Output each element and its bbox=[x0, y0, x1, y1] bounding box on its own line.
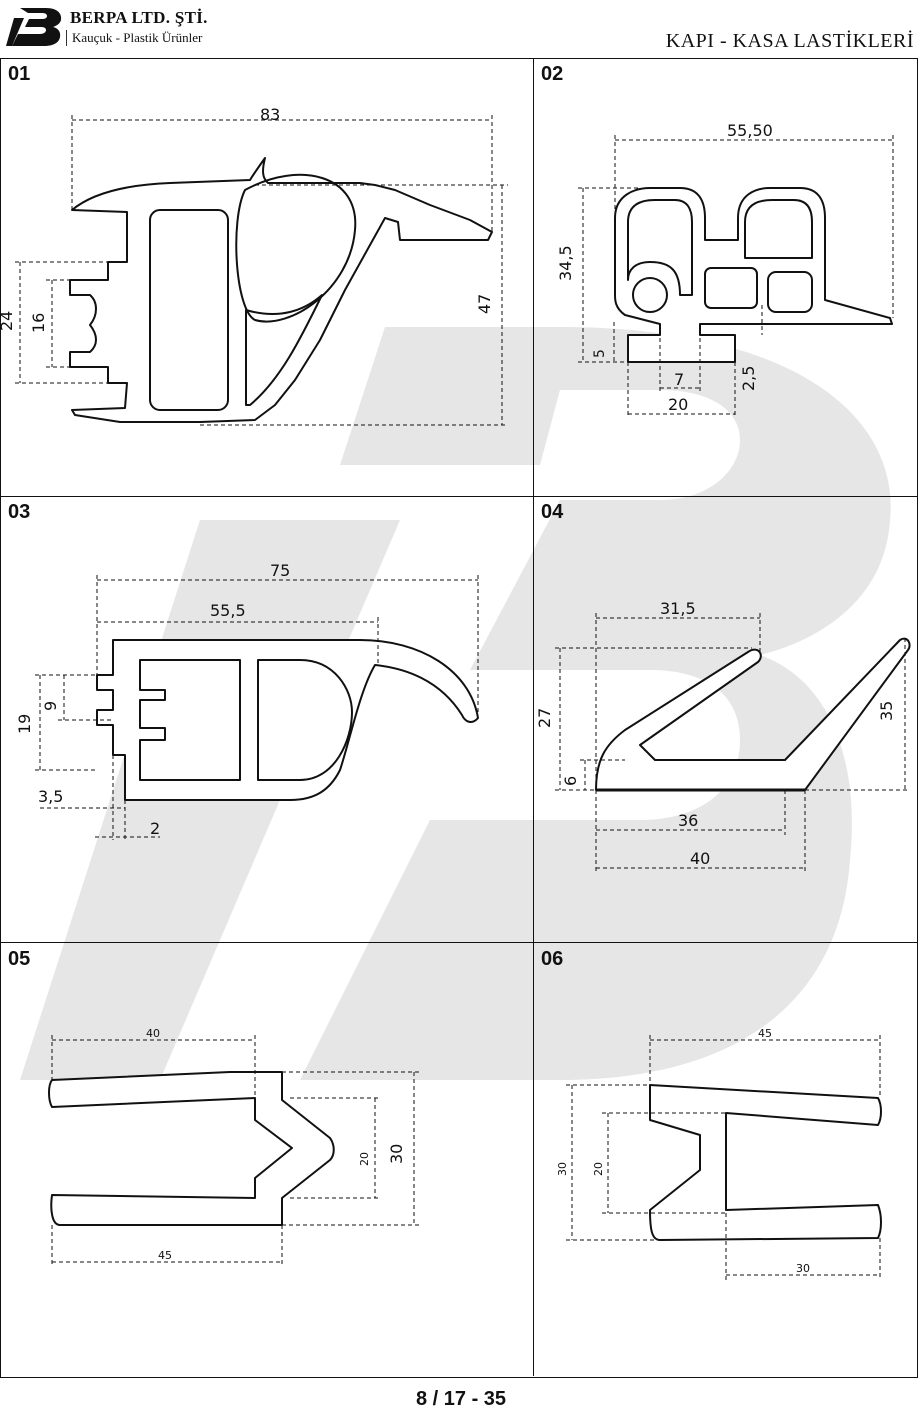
dim-06-height: 30 bbox=[556, 1162, 569, 1176]
profile-02-drawing: 55,50 34,5 5 7 20 2,5 bbox=[556, 121, 894, 418]
dim-03-inner-width: 55,5 bbox=[210, 601, 246, 620]
dim-01-height-24: 24 bbox=[0, 311, 16, 331]
dim-02-lip: 5 bbox=[592, 349, 608, 358]
dim-03-offset: 3,5 bbox=[38, 787, 63, 806]
dim-06-top-width: 45 bbox=[758, 1027, 772, 1040]
panel-number-03: 03 bbox=[8, 501, 31, 523]
profile-01-chamber bbox=[149, 209, 229, 411]
dim-06-inner-height: 20 bbox=[592, 1162, 605, 1176]
catalog-grid bbox=[0, 58, 918, 1378]
dim-04-top-width: 31,5 bbox=[660, 599, 696, 618]
profile-04-outline bbox=[595, 637, 911, 791]
dim-04-base-width: 36 bbox=[678, 811, 698, 830]
dim-06-bottom-width: 30 bbox=[796, 1262, 810, 1275]
dim-05-bottom-width: 45 bbox=[158, 1249, 172, 1262]
dim-04-total-width: 40 bbox=[690, 849, 710, 868]
panel-number-02: 02 bbox=[541, 63, 564, 85]
page-title: KAPI - KASA LASTİKLERİ bbox=[665, 30, 914, 52]
profile-03-drawing: 75 55,5 19 9 3,5 2 bbox=[15, 561, 479, 840]
dim-04-height: 27 bbox=[535, 708, 554, 728]
dim-01-height-47: 47 bbox=[475, 294, 494, 314]
company-name: BERPA LTD. ŞTİ. bbox=[70, 8, 208, 27]
profile-02-outline bbox=[614, 187, 893, 363]
dim-03-height: 19 bbox=[15, 714, 34, 734]
dim-03-slot: 9 bbox=[41, 701, 60, 711]
grid-divider-row-1 bbox=[0, 496, 917, 497]
dim-05-top-width: 40 bbox=[146, 1027, 160, 1040]
dim-03-wall: 2 bbox=[150, 819, 160, 838]
dim-05-inner-height: 20 bbox=[358, 1152, 371, 1166]
dim-05-height: 30 bbox=[387, 1144, 406, 1164]
profile-06-outline bbox=[649, 1084, 882, 1241]
panel-number-01: 01 bbox=[8, 63, 31, 85]
panel-number-05: 05 bbox=[8, 948, 31, 970]
profile-05-drawing: 40 20 30 45 bbox=[48, 1027, 420, 1267]
dim-02-base-height: 2,5 bbox=[739, 366, 758, 391]
dim-03-width: 75 bbox=[270, 561, 290, 580]
dim-02-width: 55,50 bbox=[727, 121, 773, 140]
profile-06-drawing: 45 30 20 30 bbox=[556, 1027, 882, 1280]
profile-01-outline bbox=[69, 157, 493, 423]
panel-number-04: 04 bbox=[541, 501, 564, 523]
panel-number-06: 06 bbox=[541, 948, 564, 970]
dim-02-height: 34,5 bbox=[556, 245, 575, 281]
page-reference: 8 / 17 - 35 bbox=[415, 1388, 507, 1410]
grid-divider-vertical bbox=[533, 58, 534, 1376]
profile-03-outline bbox=[96, 639, 479, 801]
dim-01-height-16: 16 bbox=[29, 313, 48, 333]
profile-05-outline bbox=[48, 1071, 335, 1226]
profile-01-inner-cavity bbox=[245, 294, 323, 406]
company-subtitle: Kauçuk - Plastik Ürünler bbox=[66, 30, 202, 46]
dim-01-width: 83 bbox=[260, 105, 280, 124]
dim-02-base: 20 bbox=[668, 395, 688, 414]
dim-02-gap: 7 bbox=[674, 370, 684, 389]
profile-04-drawing: 31,5 27 6 35 36 40 bbox=[535, 599, 911, 873]
page-header: BERPA LTD. ŞTİ. Kauçuk - Plastik Ürünler… bbox=[0, 0, 922, 58]
grid-divider-row-2 bbox=[0, 942, 917, 943]
profile-01-drawing: 83 24 16 47 bbox=[0, 105, 508, 426]
berpa-logo-icon bbox=[6, 8, 62, 46]
dim-04-base-height: 6 bbox=[561, 776, 580, 786]
dim-04-right-height: 35 bbox=[877, 701, 896, 721]
